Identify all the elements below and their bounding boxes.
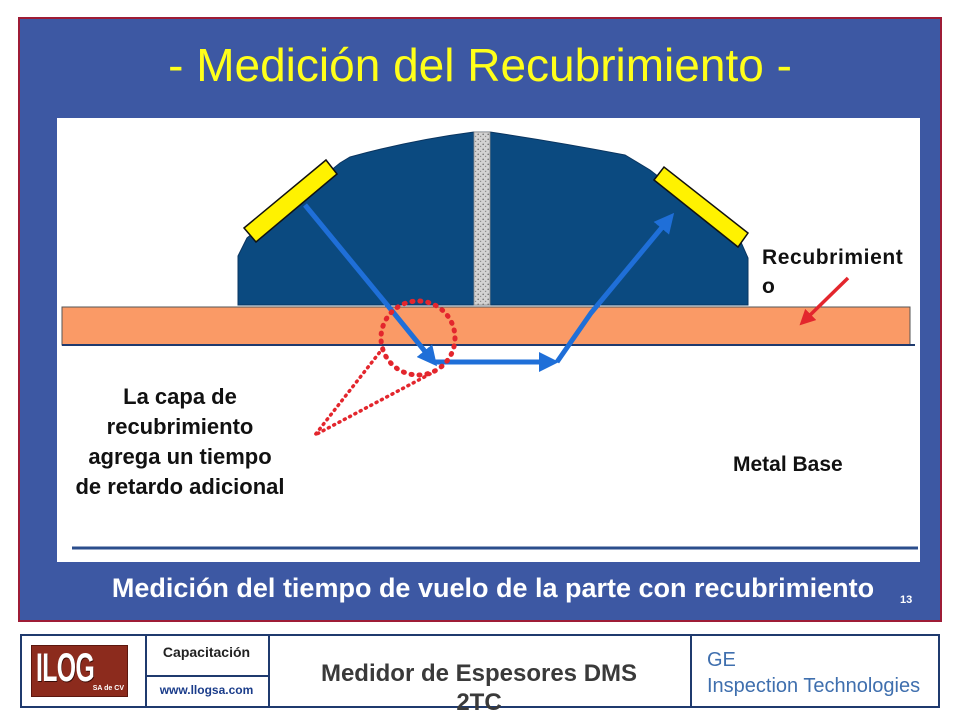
slide-caption: Medición del tiempo de vuelo de la parte… xyxy=(111,573,875,603)
website-text: www.llogsa.com xyxy=(159,683,254,697)
ilog-logo: ILOG SA de CV xyxy=(31,645,128,697)
footer-bar xyxy=(20,634,940,708)
coating-label-line: Recubrimient xyxy=(762,246,904,269)
product-name: Medidor de Espesores DMS 2TC xyxy=(268,659,690,717)
product-name-line: 2TC xyxy=(456,689,502,716)
coating-label: Recubrimient o xyxy=(762,243,903,301)
training-label: Capacitación xyxy=(162,644,251,660)
transducer-delay-barrier xyxy=(473,131,491,306)
callout-line: La capa de xyxy=(123,384,237,409)
highlight-circle xyxy=(378,298,458,378)
receive-crystal xyxy=(652,165,750,249)
callout-line: agrega un tiempo xyxy=(88,444,272,469)
coating-layer xyxy=(61,306,911,346)
footer-divider-3 xyxy=(690,634,692,708)
logo-subtext: SA de CV xyxy=(92,685,124,692)
sound-path-return-arrow xyxy=(554,212,675,364)
slide-title: - Medición del Recubrimiento - xyxy=(168,39,792,91)
logo-text: ILOG xyxy=(36,646,95,690)
company-logo-text: GE Inspection Technologies xyxy=(707,647,920,699)
company-name-line: GE xyxy=(707,649,736,671)
base-metal-label: Metal Base xyxy=(733,453,843,476)
footer-divider-2 xyxy=(268,634,270,708)
coating-pointer-arrow xyxy=(799,276,850,326)
callout-line: de retardo adicional xyxy=(75,474,285,499)
callout-line: recubrimiento xyxy=(106,414,254,439)
callout-pointer-line-lower xyxy=(313,372,432,437)
diagram-area xyxy=(57,118,920,562)
company-name-line: Inspection Technologies xyxy=(707,675,921,697)
footer-cell-divider xyxy=(145,675,268,677)
callout-pointer-line-upper xyxy=(313,346,385,437)
transmit-crystal xyxy=(242,158,339,244)
diagram-svg xyxy=(61,131,918,550)
delay-callout-text: La capa de recubrimiento agrega un tiemp… xyxy=(40,382,320,502)
footer-divider-1 xyxy=(145,634,147,708)
product-name-line: Medidor de Espesores DMS xyxy=(320,660,638,687)
coating-label-line: o xyxy=(762,275,776,298)
slide-number: 13 xyxy=(900,594,913,606)
